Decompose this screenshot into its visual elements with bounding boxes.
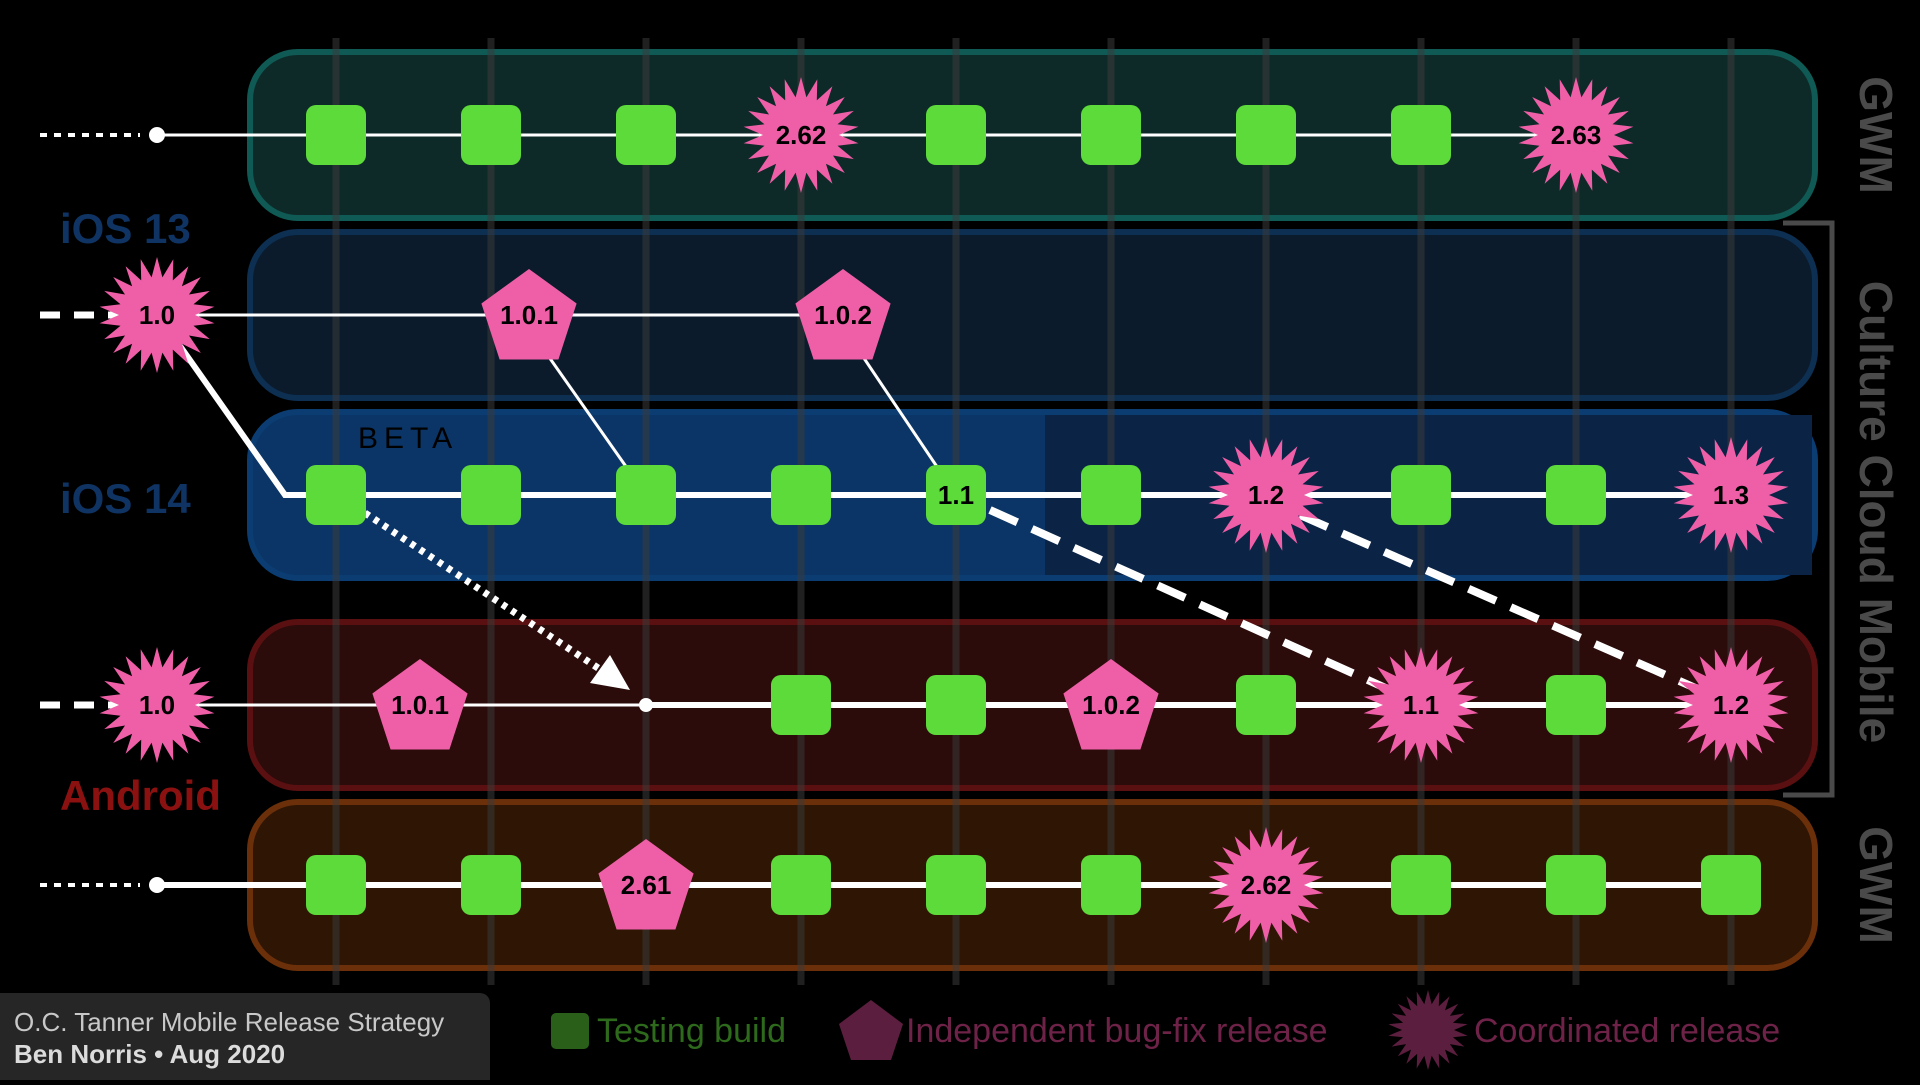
release-version-label: 1.1 (1403, 690, 1439, 720)
testing-build (771, 465, 831, 525)
testing-build (771, 855, 831, 915)
arrowhead (590, 655, 630, 690)
android-label: Android (60, 772, 221, 819)
testing-build (461, 105, 521, 165)
testing-build (461, 855, 521, 915)
testing-build (306, 465, 366, 525)
testing-build (1546, 675, 1606, 735)
coordinated-release (1363, 647, 1479, 763)
testing-build (1081, 855, 1141, 915)
testing-build (1391, 105, 1451, 165)
release-version-label: 1.0.2 (814, 300, 872, 330)
ios13-label: iOS 13 (60, 205, 191, 252)
culture-cloud-label: Culture Cloud Mobile (1850, 281, 1902, 744)
legend-testing-label: Testing build (597, 1012, 786, 1050)
testing-build (926, 675, 986, 735)
legend-coordinated-icon (1388, 990, 1468, 1070)
bugfix-release (598, 839, 694, 930)
legend-bugfix-label: Independent bug-fix release (906, 1012, 1328, 1050)
testing-build (771, 675, 831, 735)
testing-build (1391, 465, 1451, 525)
coordinated-release (1208, 437, 1324, 553)
testing-build (1701, 855, 1761, 915)
bugfix-release (1063, 659, 1159, 750)
testing-build (306, 855, 366, 915)
testing-build (1391, 855, 1451, 915)
release-version-label: 1.1 (938, 480, 974, 510)
gwm-bottom-label: GWM (1850, 826, 1902, 944)
testing-build (1081, 465, 1141, 525)
legend-coordinated-label: Coordinated release (1474, 1012, 1780, 1050)
coordinated-release (1518, 77, 1634, 193)
release-version-label: 2.61 (621, 870, 672, 900)
release-version-label: 1.0.2 (1082, 690, 1140, 720)
coordinated-release (743, 77, 859, 193)
legend-bugfix-icon (839, 1000, 903, 1060)
beta-label: BETA (358, 422, 458, 455)
testing-build (616, 465, 676, 525)
footer-credits: O.C. Tanner Mobile Release Strategy Ben … (0, 993, 490, 1080)
release-version-label: 1.2 (1713, 690, 1749, 720)
testing-build (616, 105, 676, 165)
legend: Testing build Independent bug-fix releas… (551, 990, 1780, 1070)
testing-build (306, 105, 366, 165)
gwm-top-label: GWM (1850, 76, 1902, 194)
release-version-label: 2.62 (1241, 870, 1292, 900)
testing-build (1081, 105, 1141, 165)
release-version-label: 1.3 (1713, 480, 1749, 510)
footer-title: O.C. Tanner Mobile Release Strategy (14, 1007, 445, 1037)
release-version-label: 2.63 (1551, 120, 1602, 150)
coordinated-release (99, 257, 215, 373)
culture-cloud-bracket (1783, 220, 1835, 798)
release-version-label: 1.0 (139, 300, 175, 330)
testing-build (1546, 465, 1606, 525)
android-merge-dot (639, 698, 653, 712)
footer-subtitle: Ben Norris • Aug 2020 (14, 1039, 286, 1069)
sync-1-2-line (1298, 511, 1702, 694)
release-version-label: 2.62 (776, 120, 827, 150)
coordinated-release (1208, 827, 1324, 943)
testing-build (926, 465, 986, 525)
coordinated-release (1673, 647, 1789, 763)
testing-build (461, 465, 521, 525)
sync-1-1-line (988, 506, 1392, 694)
testing-build (1236, 675, 1296, 735)
release-version-label: 1.2 (1248, 480, 1284, 510)
ios14-label: iOS 14 (60, 475, 191, 522)
testing-build (1236, 105, 1296, 165)
beta-to-android-arrow (363, 510, 606, 675)
bugfix-release (795, 269, 891, 360)
release-version-label: 1.0.1 (500, 300, 558, 330)
release-version-label: 1.0.1 (391, 690, 449, 720)
testing-build (1546, 855, 1606, 915)
legend-testing-swatch (551, 1013, 589, 1049)
coordinated-release (99, 647, 215, 763)
testing-build (926, 105, 986, 165)
testing-build (926, 855, 986, 915)
bugfix-release (481, 269, 577, 360)
release-version-label: 1.0 (139, 690, 175, 720)
coordinated-release (1673, 437, 1789, 553)
bugfix-release (372, 659, 468, 750)
